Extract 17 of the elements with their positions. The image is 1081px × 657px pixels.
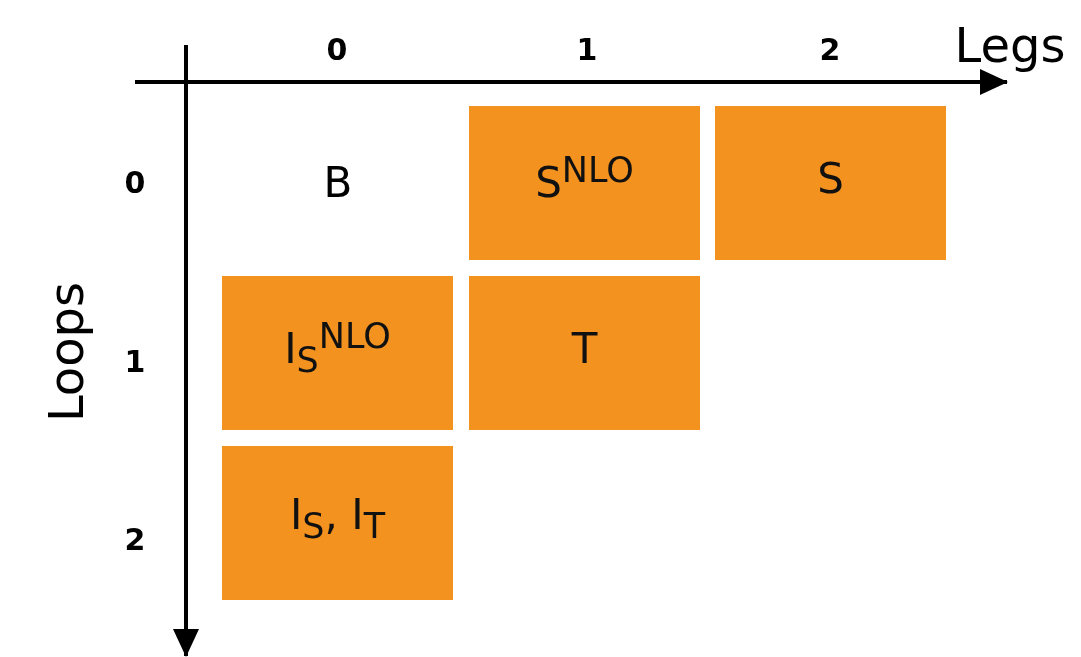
matrix-cell-box [222,446,453,600]
row-number: 1 [124,347,146,377]
cell-label: T [571,323,598,375]
row-number: 2 [124,525,146,555]
cell-label: I$_{S}$, I$_{T}$ [289,489,386,549]
column-number: 1 [576,35,598,65]
row-number: 0 [124,168,146,198]
matrix-cell-box [469,106,700,260]
column-number: 2 [819,35,841,65]
matrix-cell-box [469,276,700,430]
matrix-cell-box [222,276,453,430]
cell-label: S [817,153,844,205]
cell-label: B [323,162,353,204]
cell-label: S$^{NLO}$ [535,149,634,209]
matrix-cell-box [715,106,946,260]
column-number: 0 [326,35,348,65]
axis-title: Loops [42,281,91,423]
